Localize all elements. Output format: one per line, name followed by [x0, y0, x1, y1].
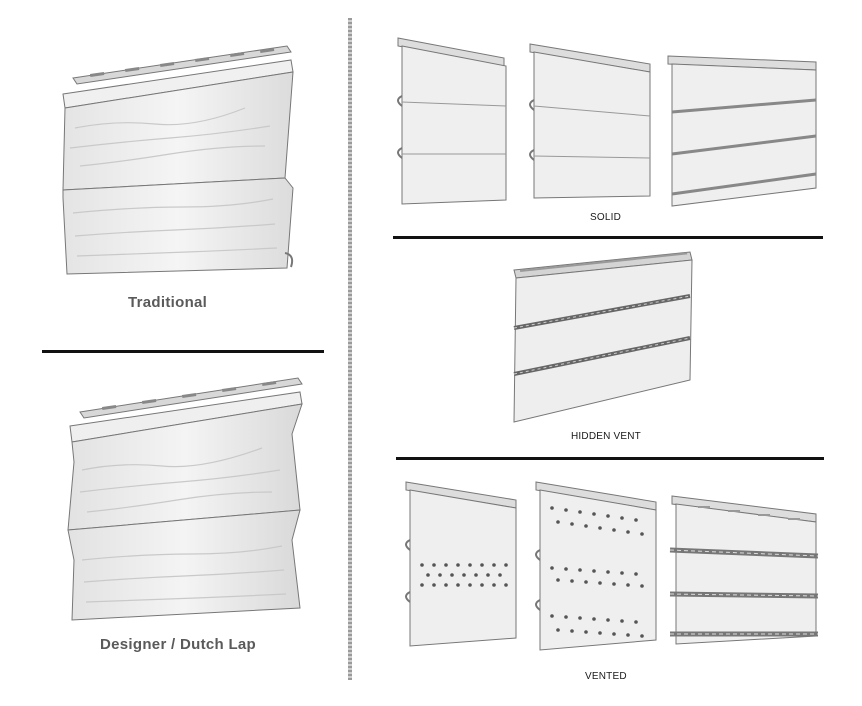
vented-soffit-panel-2 [535, 481, 657, 651]
vented-soffit-panel-1 [405, 481, 517, 647]
vent-separator [396, 457, 824, 460]
dutch-lap-caption: Designer / Dutch Lap [100, 636, 257, 653]
hidden-vent-caption: HIDDEN VENT [571, 431, 641, 442]
vertical-divider [348, 18, 352, 680]
traditional-siding-image [62, 45, 294, 275]
vented-soffit-panel-3 [669, 495, 819, 645]
solid-separator [393, 236, 823, 239]
vented-caption: VENTED [585, 671, 627, 682]
left-separator [42, 350, 324, 353]
dutch-lap-siding-image [67, 377, 303, 621]
solid-soffit-panel-3 [667, 55, 817, 207]
solid-soffit-panel-2 [529, 43, 651, 199]
traditional-caption: Traditional [128, 294, 208, 311]
solid-caption: SOLID [590, 212, 622, 223]
hidden-vent-soffit-image [513, 251, 693, 423]
solid-soffit-panel-1 [397, 37, 507, 205]
